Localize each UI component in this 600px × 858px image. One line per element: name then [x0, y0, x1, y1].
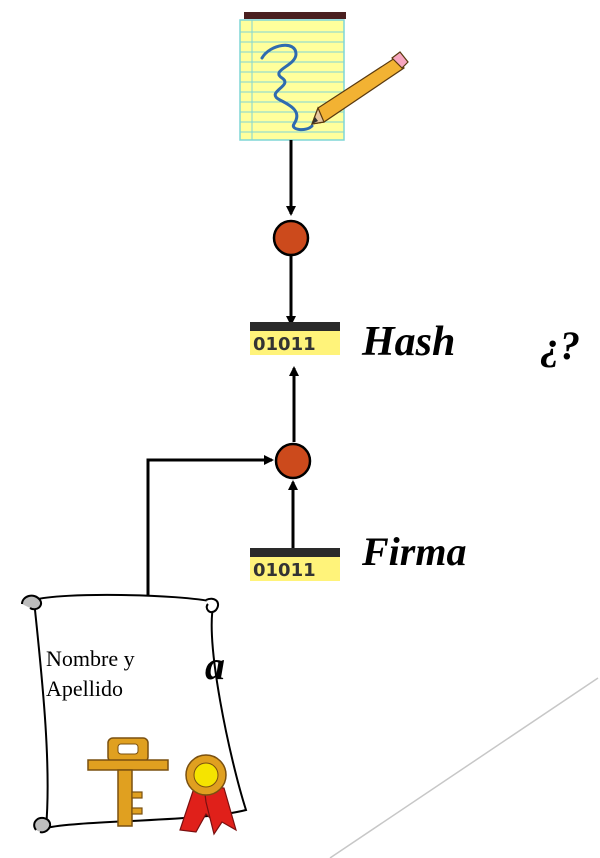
firma-binary-box: 01011 [250, 548, 340, 581]
hash-binary-box: 01011 [250, 322, 340, 355]
arrow-cert-to-node [146, 455, 274, 596]
ribbon-seal-icon [179, 754, 237, 836]
hash-label: Hash [362, 319, 456, 365]
notepad-with-pencil-icon [239, 12, 409, 141]
certificate-line-1: Nombre y [46, 646, 135, 671]
certificate-line-2: Apellido [46, 676, 123, 701]
hash-function-node [272, 219, 310, 257]
firma-binary-digits: 01011 [253, 560, 316, 581]
key-icon [87, 737, 169, 827]
certificate-name-text: Nombre y Apellido [46, 644, 176, 704]
partial-letter-label: a [205, 643, 225, 688]
hash-binary-digits: 01011 [253, 334, 316, 355]
verify-function-node [274, 442, 312, 480]
firma-label: Firma [362, 529, 467, 574]
question-label: ¿? [540, 323, 580, 368]
decorative-line [329, 677, 599, 858]
